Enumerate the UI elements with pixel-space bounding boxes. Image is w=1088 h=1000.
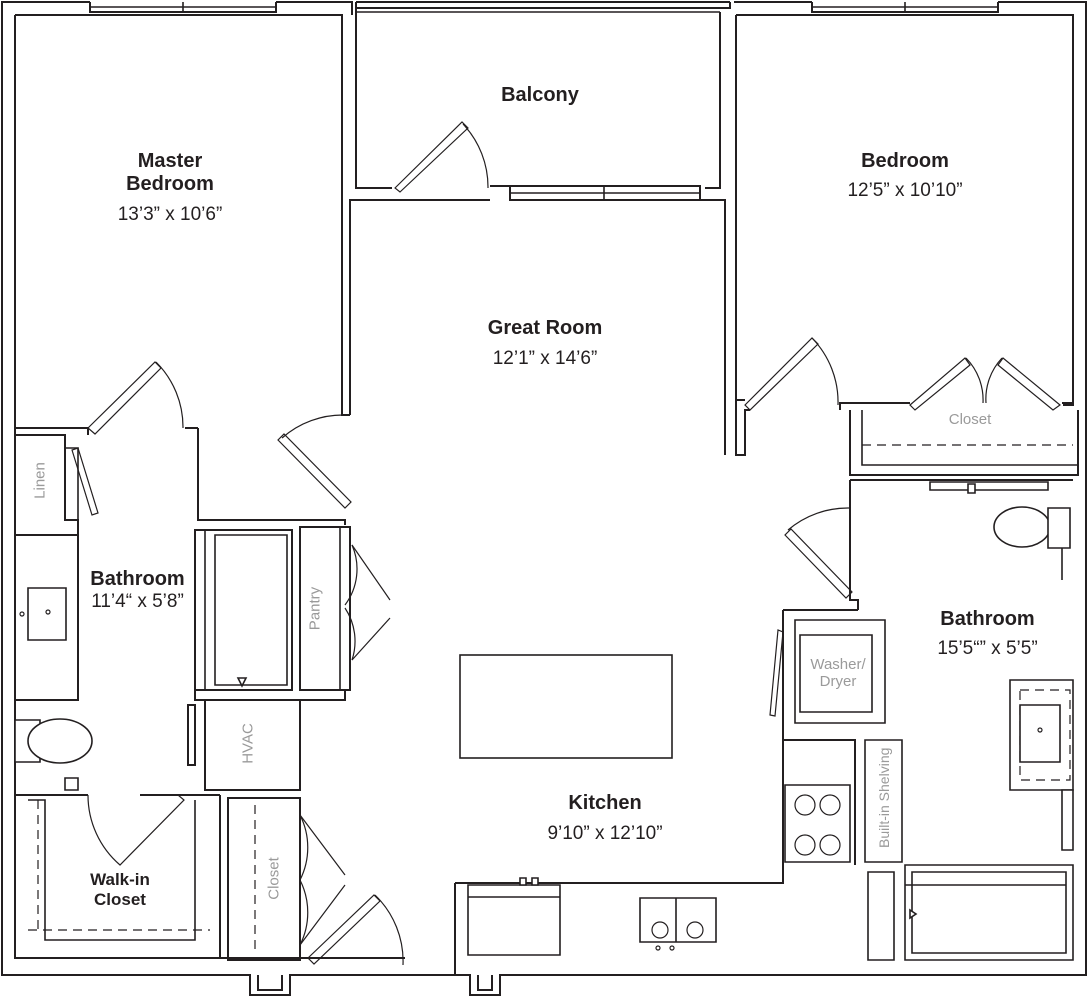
bedroom-label: Bedroom 12’5” x 10’10” [815, 150, 995, 202]
bathroom-right [769, 479, 1074, 961]
great-room-door [277, 414, 352, 509]
hvac-label: HVAC [239, 723, 257, 764]
bathroom-left-name: Bathroom [90, 568, 185, 590]
balcony-walls [349, 2, 731, 455]
balcony-name: Balcony [501, 84, 579, 106]
washer-dryer-line2: Dryer [819, 673, 857, 691]
bathroom-left [14, 434, 220, 866]
bedroom-walls [735, 14, 1074, 456]
great-room-dim: 12’1” x 14’6” [492, 348, 598, 369]
closet-bottom-label: Closet [265, 857, 283, 900]
core-block [187, 526, 391, 961]
master-bedroom-dim: 13’3” x 10’6” [117, 204, 223, 225]
closet-bedroom [849, 410, 1079, 476]
walkin-closet-label: Walk-in Closet [60, 870, 180, 909]
kitchen-fixtures [454, 654, 903, 975]
great-room-label: Great Room 12’1” x 14’6” [450, 317, 640, 370]
bathroom-right-dim: 15’5“” x 5’5” [937, 638, 1038, 659]
entry-door [307, 894, 404, 966]
master-bedroom-walls [15, 361, 346, 525]
closet-top-label: Closet [948, 411, 992, 428]
bathroom-right-name: Bathroom [940, 608, 1035, 630]
walkin-closet-name-2: Closet [94, 889, 146, 909]
bathroom-right-label: Bathroom 15’5“” x 5’5” [905, 608, 1070, 660]
kitchen-dim: 9’10” x 12’10” [547, 823, 663, 844]
balcony-label: Balcony [460, 84, 620, 107]
kitchen-label: Kitchen 9’10” x 12’10” [510, 792, 700, 845]
bathroom-left-dim: 11’4“ x 5’8” [91, 591, 184, 612]
great-room-name: Great Room [487, 317, 603, 339]
bedroom-name: Bedroom [861, 150, 949, 172]
washer-dryer-label: Washer/ Dryer [798, 656, 878, 691]
bedroom-dim: 12’5” x 10’10” [847, 180, 963, 201]
washer-dryer-line1: Washer/ [810, 656, 866, 673]
built-in-shelving-label: Built-in Shelving [876, 747, 892, 848]
pantry-label: Pantry [306, 586, 324, 631]
bathroom-left-label: Bathroom 11’4“ x 5’8” [75, 568, 200, 613]
master-bedroom-name-2: Bedroom [126, 173, 214, 195]
walkin-closet-walls [14, 795, 221, 959]
master-bedroom-name-1: Master [137, 150, 203, 172]
master-bedroom-label: Master Bedroom 13’3” x 10’6” [80, 150, 260, 226]
walkin-closet-name-1: Walk-in [90, 870, 150, 889]
linen-label: Linen [31, 462, 49, 499]
kitchen-name: Kitchen [568, 792, 642, 814]
